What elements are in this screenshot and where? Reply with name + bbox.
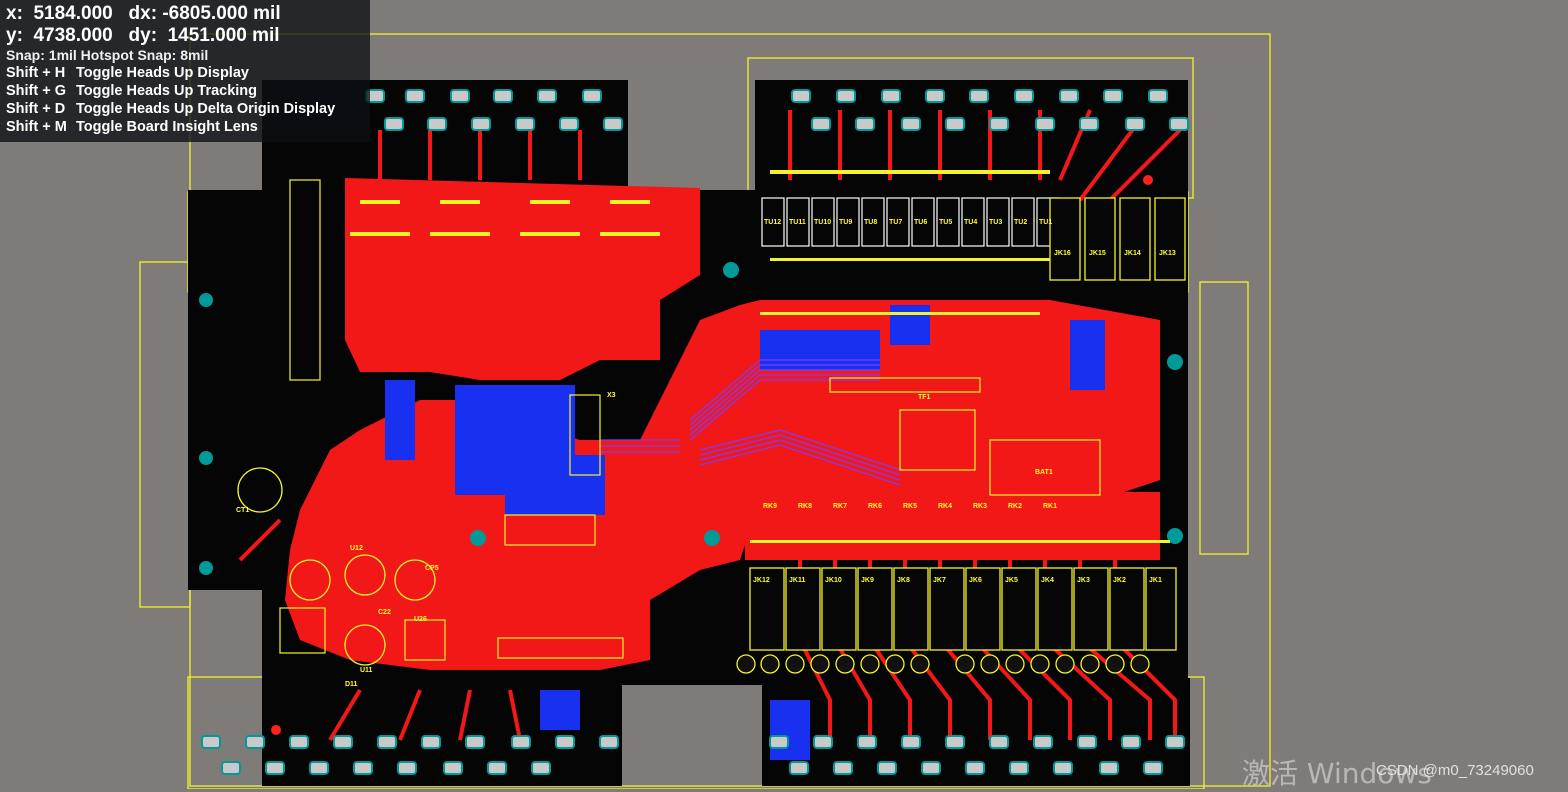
terminal-pads bbox=[736, 654, 1150, 674]
fiducial-marker bbox=[1143, 175, 1153, 185]
relay-row-right bbox=[1049, 197, 1186, 281]
label-rk7: RK7 bbox=[833, 503, 847, 510]
label-tu9: TU9 bbox=[839, 219, 852, 226]
heads-up-display: x: 5184.000 dx: -6805.000 mil y: 4738.00… bbox=[0, 0, 370, 142]
shortcut-action: Toggle Board Insight Lens bbox=[76, 119, 258, 135]
label-jk6: JK6 bbox=[969, 577, 982, 584]
label-tu2: TU2 bbox=[1014, 219, 1027, 226]
relay-row-top bbox=[761, 197, 1060, 247]
hud-shortcut: Shift + M Toggle Board Insight Lens bbox=[6, 118, 364, 136]
ic-footprints bbox=[279, 179, 1101, 661]
label-jk15: JK15 bbox=[1089, 250, 1106, 257]
hud-shortcut: Shift + H Toggle Heads Up Display bbox=[6, 64, 364, 82]
silkscreen-labels: TU12 TU11 TU10 TU9 TU8 TU7 TU6 TU5 TU4 T… bbox=[236, 219, 1176, 688]
origin-marker bbox=[271, 725, 281, 735]
label-jk7: JK7 bbox=[933, 577, 946, 584]
hud-shortcut: Shift + D Toggle Heads Up Delta Origin Di… bbox=[6, 100, 364, 118]
label-tu1: TU1 bbox=[1039, 219, 1052, 226]
electrolytic-capacitors bbox=[237, 467, 436, 666]
smd-pads bbox=[350, 170, 1170, 543]
label-tu7: TU7 bbox=[889, 219, 902, 226]
label-tu4: TU4 bbox=[964, 219, 977, 226]
label-rk3: RK3 bbox=[973, 503, 987, 510]
label-tf1: TF1 bbox=[918, 394, 931, 401]
label-jk3: JK3 bbox=[1077, 577, 1090, 584]
label-u12: U12 bbox=[350, 545, 363, 552]
hud-snap-info: Snap: 1mil Hotspot Snap: 8mil bbox=[6, 47, 209, 63]
label-jk8: JK8 bbox=[897, 577, 910, 584]
shortcut-action: Toggle Heads Up Tracking bbox=[76, 83, 258, 99]
label-jk14: JK14 bbox=[1124, 250, 1141, 257]
label-jk2: JK2 bbox=[1113, 577, 1126, 584]
label-tu12: TU12 bbox=[764, 219, 781, 226]
label-rk6: RK6 bbox=[868, 503, 882, 510]
label-jk16: JK16 bbox=[1054, 250, 1071, 257]
label-c22: C22 bbox=[378, 609, 391, 616]
shortcut-action: Toggle Heads Up Delta Origin Display bbox=[76, 101, 336, 117]
hud-x-coordinate: x: 5184.000 dx: -6805.000 mil bbox=[6, 3, 281, 24]
label-d11: D11 bbox=[345, 681, 358, 688]
label-rk8: RK8 bbox=[798, 503, 812, 510]
label-tu3: TU3 bbox=[989, 219, 1002, 226]
label-jk10: JK10 bbox=[825, 577, 842, 584]
label-jk11: JK11 bbox=[789, 577, 805, 584]
label-rk1: RK1 bbox=[1043, 503, 1057, 510]
label-rk5: RK5 bbox=[903, 503, 917, 510]
label-tu11: TU11 bbox=[789, 219, 806, 226]
bottom-copper bbox=[385, 305, 1105, 760]
label-tu8: TU8 bbox=[864, 219, 877, 226]
label-cp5: CP5 bbox=[425, 565, 439, 572]
label-x3: X3 bbox=[607, 392, 616, 399]
label-jk1: JK1 bbox=[1149, 577, 1162, 584]
relay-row-bottom bbox=[749, 567, 1177, 651]
shortcut-keys: Shift + H bbox=[6, 65, 66, 81]
mounting-vias bbox=[199, 262, 1183, 575]
label-jk9: JK9 bbox=[861, 577, 874, 584]
label-rk2: RK2 bbox=[1008, 503, 1022, 510]
label-jk12: JK12 bbox=[753, 577, 770, 584]
signal-fanout bbox=[600, 359, 901, 486]
label-jk13: JK13 bbox=[1159, 250, 1176, 257]
label-u26: U26 bbox=[414, 616, 427, 623]
label-bat1: BAT1 bbox=[1035, 469, 1053, 476]
label-ct1: CT1 bbox=[236, 507, 249, 514]
connector-pads bbox=[201, 89, 1189, 775]
label-tu10: TU10 bbox=[814, 219, 831, 226]
shortcut-keys: Shift + D bbox=[6, 101, 66, 117]
shortcut-keys: Shift + M bbox=[6, 119, 67, 135]
shortcut-keys: Shift + G bbox=[6, 83, 67, 99]
hud-shortcut: Shift + G Toggle Heads Up Tracking bbox=[6, 82, 364, 100]
label-rk9: RK9 bbox=[763, 503, 777, 510]
label-tu5: TU5 bbox=[939, 219, 952, 226]
label-tu6: TU6 bbox=[914, 219, 927, 226]
label-u11: U11 bbox=[360, 667, 373, 674]
label-jk4: JK4 bbox=[1041, 577, 1054, 584]
label-jk5: JK5 bbox=[1005, 577, 1018, 584]
label-rk4: RK4 bbox=[938, 503, 952, 510]
shortcut-action: Toggle Heads Up Display bbox=[76, 65, 249, 81]
author-credit: CSDN @m0_73249060 bbox=[1376, 762, 1534, 779]
hud-y-coordinate: y: 4738.000 dy: 1451.000 mil bbox=[6, 25, 280, 46]
windows-activation-watermark: 激活 Windows bbox=[1242, 757, 1432, 790]
